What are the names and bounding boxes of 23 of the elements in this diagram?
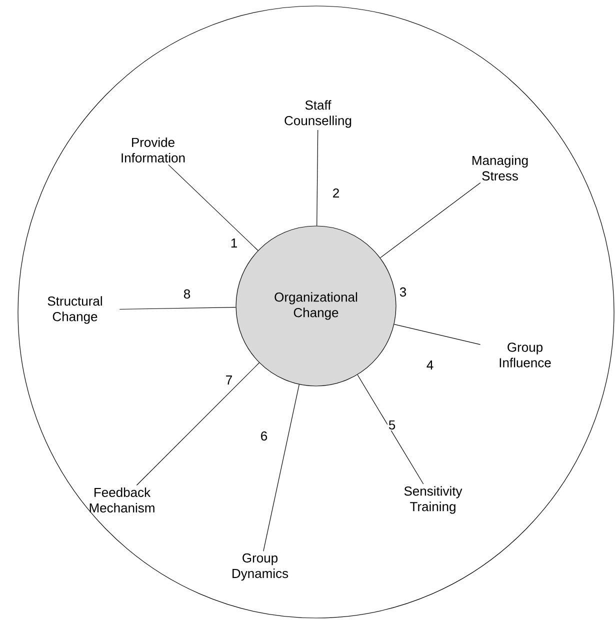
spoke-label: Staff Counselling <box>284 100 352 128</box>
spoke-label: Structural Change <box>48 296 102 324</box>
spoke-label: Managing Stress <box>472 155 528 181</box>
spoke-line <box>357 374 424 484</box>
spoke-line <box>316 130 318 226</box>
spoke-number: 3 <box>398 286 408 298</box>
spoke-number: 8 <box>182 288 192 300</box>
spoke-label: Feedback Mechanism <box>90 487 154 513</box>
spoke-line <box>119 307 236 310</box>
spoke-label: Provide Information <box>122 137 185 163</box>
spoke-line <box>136 362 260 486</box>
spoke-number: 2 <box>331 187 341 199</box>
spoke-label: Sensitivity Training <box>404 486 462 514</box>
spoke-number: 5 <box>387 419 397 431</box>
spoke-line <box>394 324 481 345</box>
spoke-number: 4 <box>425 360 435 370</box>
spoke-label: Group Influence <box>500 342 551 368</box>
spoke-line <box>380 182 481 258</box>
spoke-number: 7 <box>224 374 234 386</box>
spoke-line <box>168 164 258 251</box>
spoke-number: 6 <box>259 430 269 442</box>
spoke-label: Group Dynamics <box>232 553 288 581</box>
spoke-line <box>263 384 300 552</box>
